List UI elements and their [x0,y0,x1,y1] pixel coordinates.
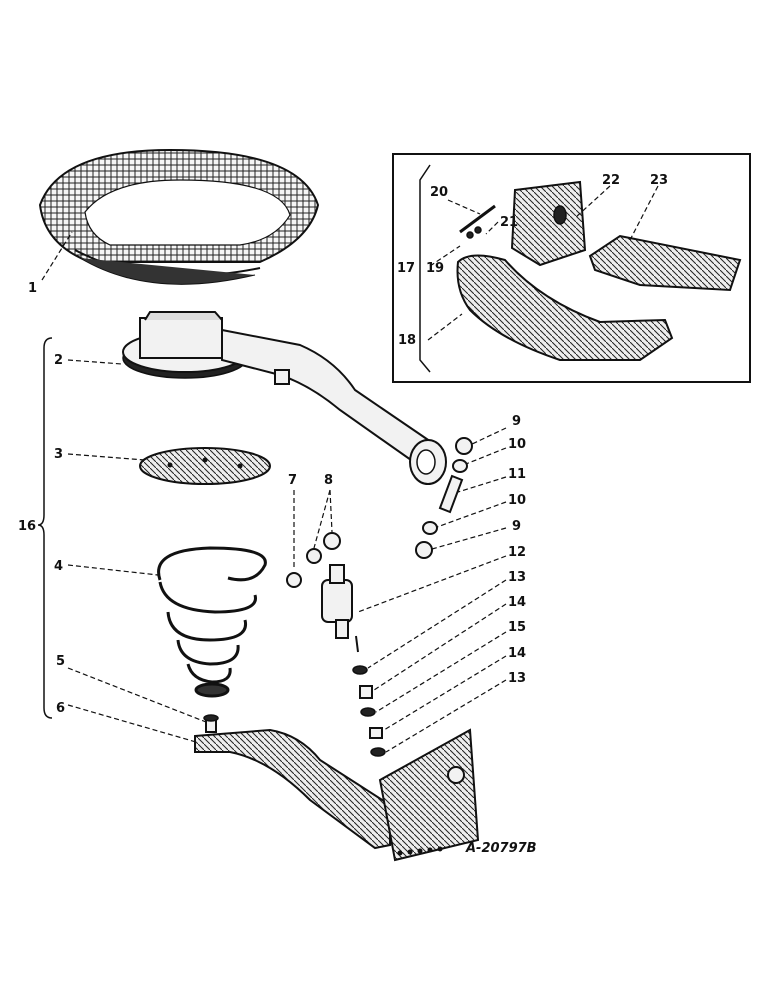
bracket-16 [37,337,53,719]
callout-4: 4 [54,559,63,574]
callout-23: 23 [650,173,668,188]
callout-21: 21 [500,215,518,230]
callout-22: 22 [602,173,620,188]
callout-8: 8 [324,473,333,488]
inset-panel [392,153,751,383]
seat-pan [38,148,320,285]
leader-lines [41,185,659,753]
callouts: 1 2 3 4 5 6 7 8 9 10 11 10 9 12 13 14 15… [18,173,668,856]
callout-9a: 9 [512,414,521,429]
callout-13b: 13 [508,671,526,686]
callout-15: 15 [508,620,526,635]
drawing-number: A-20797B [465,841,537,856]
callout-20: 20 [430,185,448,200]
callout-13a: 13 [508,570,526,585]
callout-14b: 14 [508,646,526,661]
bolt [203,714,219,733]
callout-11: 11 [508,467,526,482]
callout-2: 2 [54,353,63,368]
seat-support-arm [122,311,447,485]
callout-3: 3 [54,447,63,462]
callout-17: 17 [397,261,415,276]
callout-10b: 10 [508,493,526,508]
hardware [286,437,473,757]
callout-19: 19 [426,261,444,276]
callout-14a: 14 [508,595,526,610]
callout-1: 1 [28,281,37,296]
base-bracket [194,728,480,862]
callout-18: 18 [398,333,416,348]
callout-5: 5 [56,654,65,669]
callout-6: 6 [56,701,65,716]
coil-spring [157,546,267,698]
callout-9b: 9 [512,519,521,534]
callout-16: 16 [18,519,36,534]
callout-7: 7 [288,473,297,488]
pad [139,447,271,485]
callout-10a: 10 [508,437,526,452]
callout-12: 12 [508,545,526,560]
